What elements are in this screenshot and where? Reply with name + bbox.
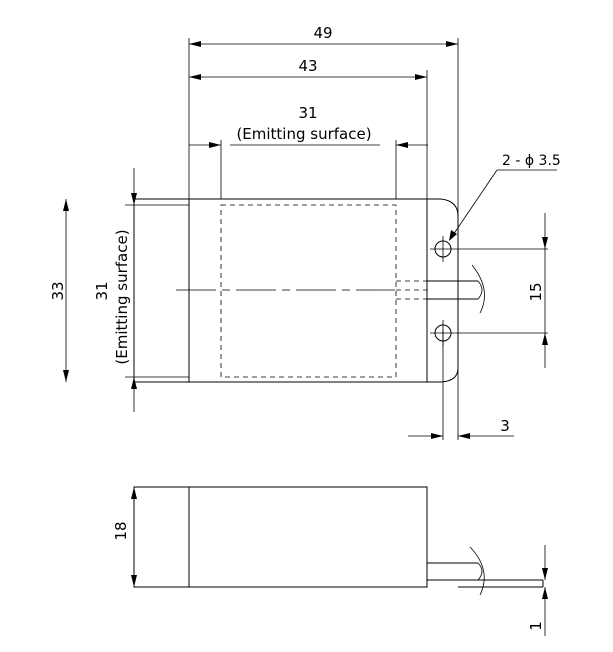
dim-body-width: 43: [189, 57, 427, 80]
dim-label-49: 49: [313, 24, 332, 42]
dim-emitting-width: 31 (Emitting surface): [189, 104, 428, 148]
top-view: 49 43 31 (Emitting surface) 2 - ϕ 3.5: [49, 24, 561, 440]
hole-spec-label: 2 - ϕ 3.5: [502, 153, 561, 169]
dim-label-1: 1: [527, 621, 545, 631]
hole-callout: 2 - ϕ 3.5: [449, 153, 561, 241]
dim-label-18: 18: [112, 521, 130, 540]
dim-thickness: 18: [112, 487, 137, 587]
dim-label-31-h: 31: [298, 104, 317, 122]
side-view: 18 1: [112, 486, 548, 636]
dim-label-33: 33: [49, 281, 67, 300]
dim-label-31-v: 31: [93, 281, 111, 300]
dim-tab-offset: 3: [408, 417, 514, 439]
dim-label-emitting-v: (Emitting surface): [113, 229, 131, 364]
dim-tab-thickness: 1: [527, 545, 548, 636]
cable-top: [396, 264, 485, 314]
dim-label-3: 3: [500, 417, 510, 435]
dim-emitting-height: 31 (Emitting surface): [93, 168, 189, 412]
dim-hole-spacing: 15: [527, 213, 548, 368]
dim-overall-width: 49: [189, 24, 458, 47]
emitting-surface-rect: [220, 204, 397, 378]
dim-body-height: 33: [49, 199, 69, 382]
dim-label-15: 15: [527, 282, 545, 301]
dim-label-emitting-h: (Emitting surface): [236, 125, 371, 143]
body-outline: [133, 198, 459, 383]
side-body-outline: [133, 486, 428, 588]
dim-label-43: 43: [298, 57, 317, 75]
